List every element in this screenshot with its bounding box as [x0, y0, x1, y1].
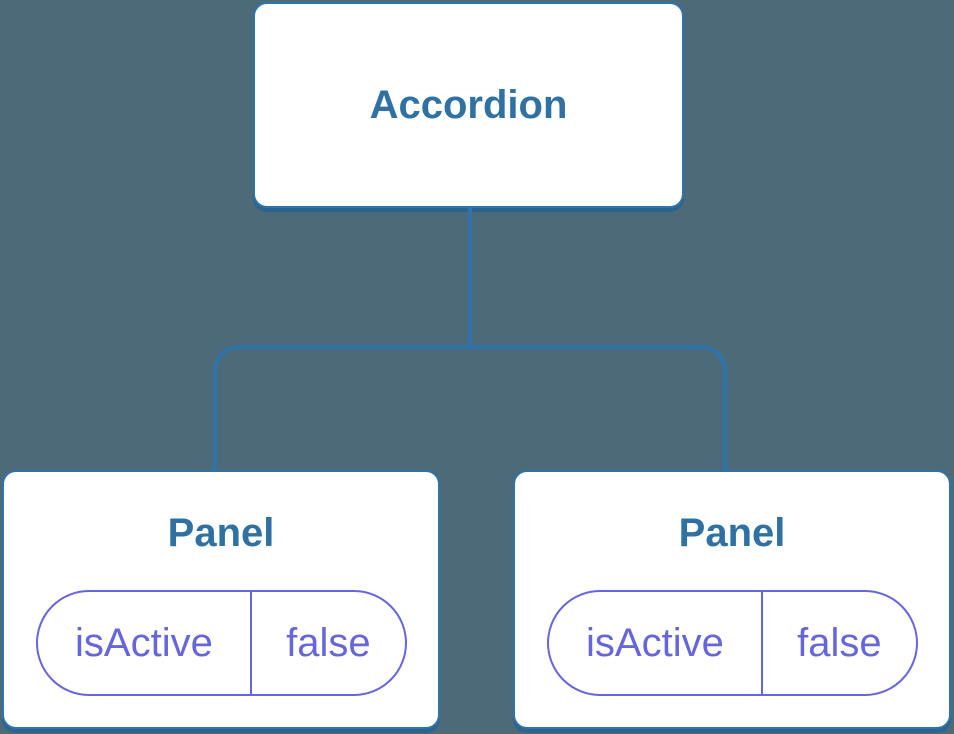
node-panel-2-label: Panel [678, 511, 786, 555]
node-accordion-label: Accordion [369, 82, 568, 127]
state-key: isActive [75, 620, 213, 665]
node-accordion: Accordion [253, 2, 684, 208]
state-key: isActive [586, 620, 724, 665]
node-panel-2: Panel isActive false [513, 470, 951, 729]
tree-connector-bracket [213, 345, 727, 470]
state-value: false [761, 592, 915, 694]
node-panel-1-state-pill: isActive false [35, 590, 407, 696]
tree-connector-stub [468, 207, 472, 349]
state-value: false [250, 592, 404, 694]
node-panel-1: Panel isActive false [2, 470, 440, 729]
node-panel-1-label: Panel [167, 511, 275, 555]
node-panel-2-state-pill: isActive false [546, 590, 918, 696]
